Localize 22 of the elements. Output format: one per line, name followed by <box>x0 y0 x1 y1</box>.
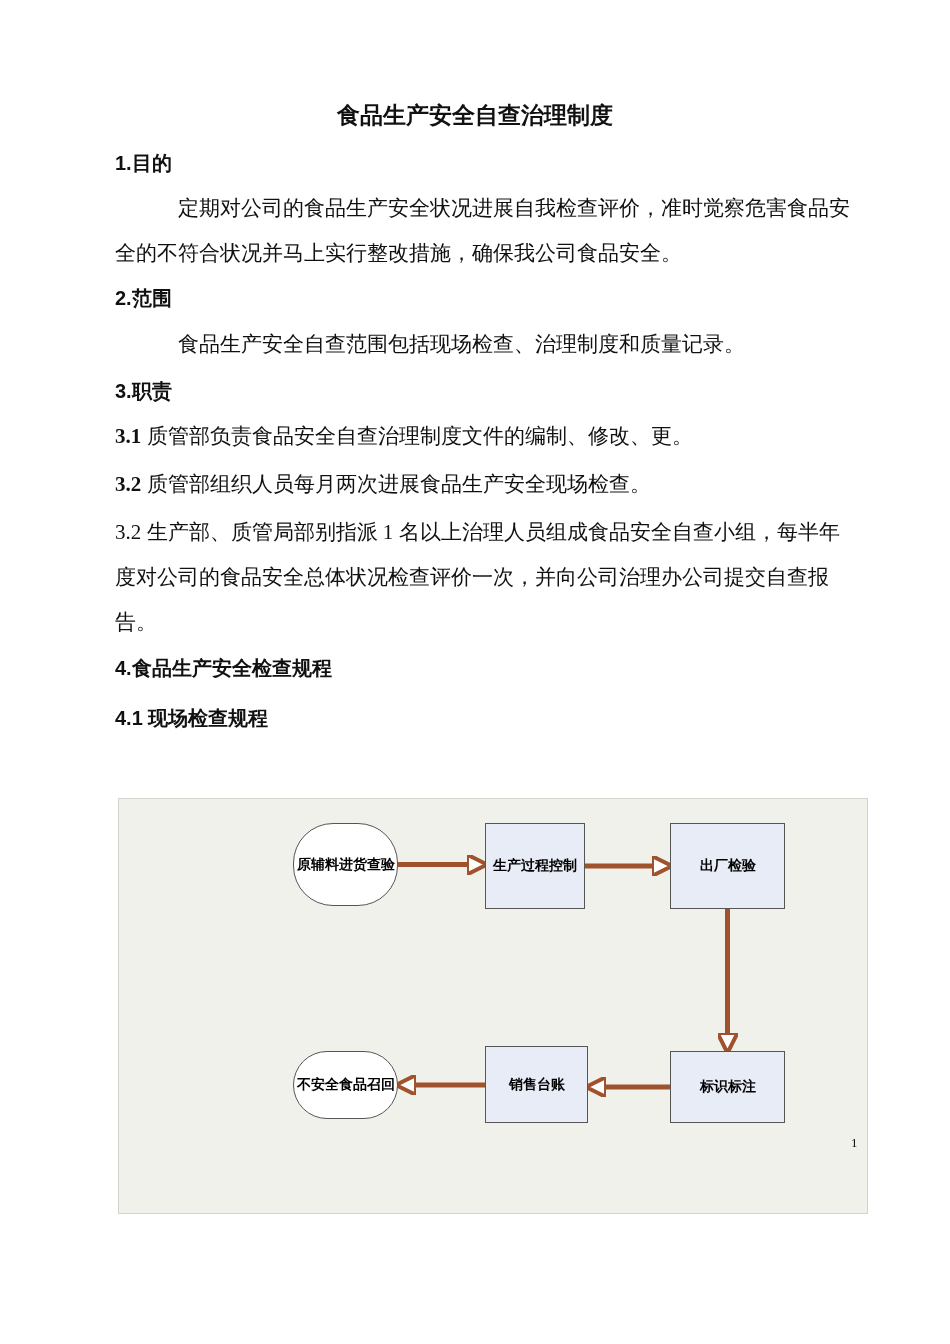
node-label: 生产过程控制 <box>493 857 577 875</box>
body-paragraph: 3.2 质管部组织人员每月两次进展食品生产安全现场检查。 <box>115 471 652 498</box>
page-number: 1 <box>851 1134 859 1152</box>
body-paragraph: 3.2 生产部、质管局部别指派 1 名以上治理人员组成食品安全自查小组，每半年度对公司的食品安全总体状况检查评价一次，并向公司治理办公司提交自查报告。 <box>115 519 841 636</box>
node-label: 不安全食品召回 <box>296 1076 395 1094</box>
body-paragraph: 食品生产安全自查范围包括现场检查、治理制度和质量记录。 <box>177 331 746 358</box>
node-label: 出厂检验 <box>699 857 756 875</box>
process-box <box>485 1046 588 1123</box>
node-label: 原辅料进货查验 <box>296 855 395 874</box>
section-heading: 2.范围 <box>115 286 173 311</box>
body-paragraph: 定期对公司的食品生产安全状况进展自我检查评价，准时觉察危害食品安全的不符合状况并马上实行整改措施，确保我公司食品安全。 <box>115 195 851 267</box>
document-title: 食品生产安全自查治理制度 <box>336 102 614 130</box>
process-box <box>670 1051 785 1123</box>
node-label: 销售台账 <box>508 1075 565 1094</box>
node-label: 标识标注 <box>699 1078 756 1096</box>
section-heading: 1.目的 <box>115 151 173 176</box>
section-heading: 3.职责 <box>115 379 173 404</box>
process-box <box>670 823 785 909</box>
section-heading: 4.食品生产安全检查规程 <box>115 656 333 681</box>
body-paragraph: 3.1 质管部负责食品安全自查治理制度文件的编制、修改、更。 <box>115 423 694 450</box>
subsection-heading: 4.1 现场检查规程 <box>115 706 270 731</box>
process-box <box>485 823 585 909</box>
